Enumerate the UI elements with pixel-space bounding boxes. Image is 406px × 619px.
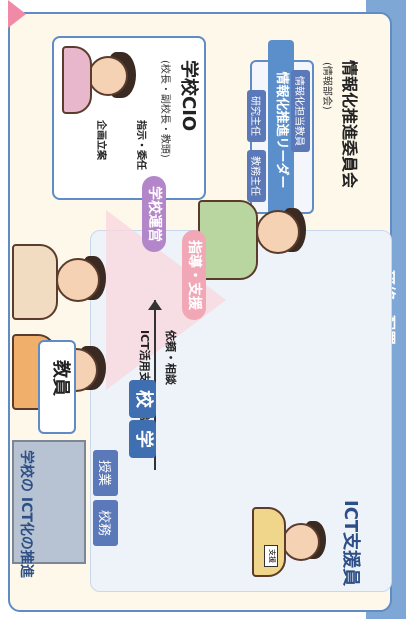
- cio-subtitle: (校長・副校長・教頭): [159, 60, 170, 158]
- teacher1-head: [56, 258, 100, 302]
- ict-staff-figure: 支援: [252, 505, 326, 577]
- teacher1-body: [12, 244, 58, 320]
- guidance-pill: 指導・支援: [181, 230, 206, 320]
- cio-body: [62, 46, 92, 114]
- management-pill: 学校運営: [141, 176, 166, 252]
- teacher-figure-1: [12, 240, 106, 320]
- ict-staff-badge: 支援: [264, 545, 278, 567]
- directive-label: 指示・委任: [135, 120, 146, 170]
- cio-figure: [62, 46, 136, 116]
- pink-marker: [8, 0, 26, 28]
- leader-head: [256, 210, 300, 254]
- cio-title: 学校CIO: [178, 60, 199, 132]
- cio-head: [88, 56, 128, 96]
- request-label: 依頼・相談: [164, 330, 177, 385]
- tag-classes: 授業: [93, 450, 118, 497]
- school-label-2: 校: [129, 380, 156, 418]
- school-label-1: 学: [129, 420, 156, 458]
- committee-role-academic: 教務主任: [247, 150, 266, 202]
- ict-staff-head: [282, 523, 320, 561]
- committee-role-research: 研究主任: [247, 90, 266, 142]
- committee-title: 情報化推進委員会: [340, 60, 359, 189]
- teacher-label: 教員: [50, 360, 71, 396]
- support-arrowhead: [148, 300, 162, 310]
- proposal-label: 企画立案: [95, 120, 106, 160]
- footer-label: 学校の ICT化の推進: [18, 450, 34, 578]
- tag-affairs: 校務: [93, 500, 118, 547]
- committee-subtitle: (情報部会): [321, 62, 332, 110]
- committee-role-ict-teacher: 情報化担当教員: [291, 70, 310, 152]
- ict-staff-label: ICT支援員: [340, 500, 361, 587]
